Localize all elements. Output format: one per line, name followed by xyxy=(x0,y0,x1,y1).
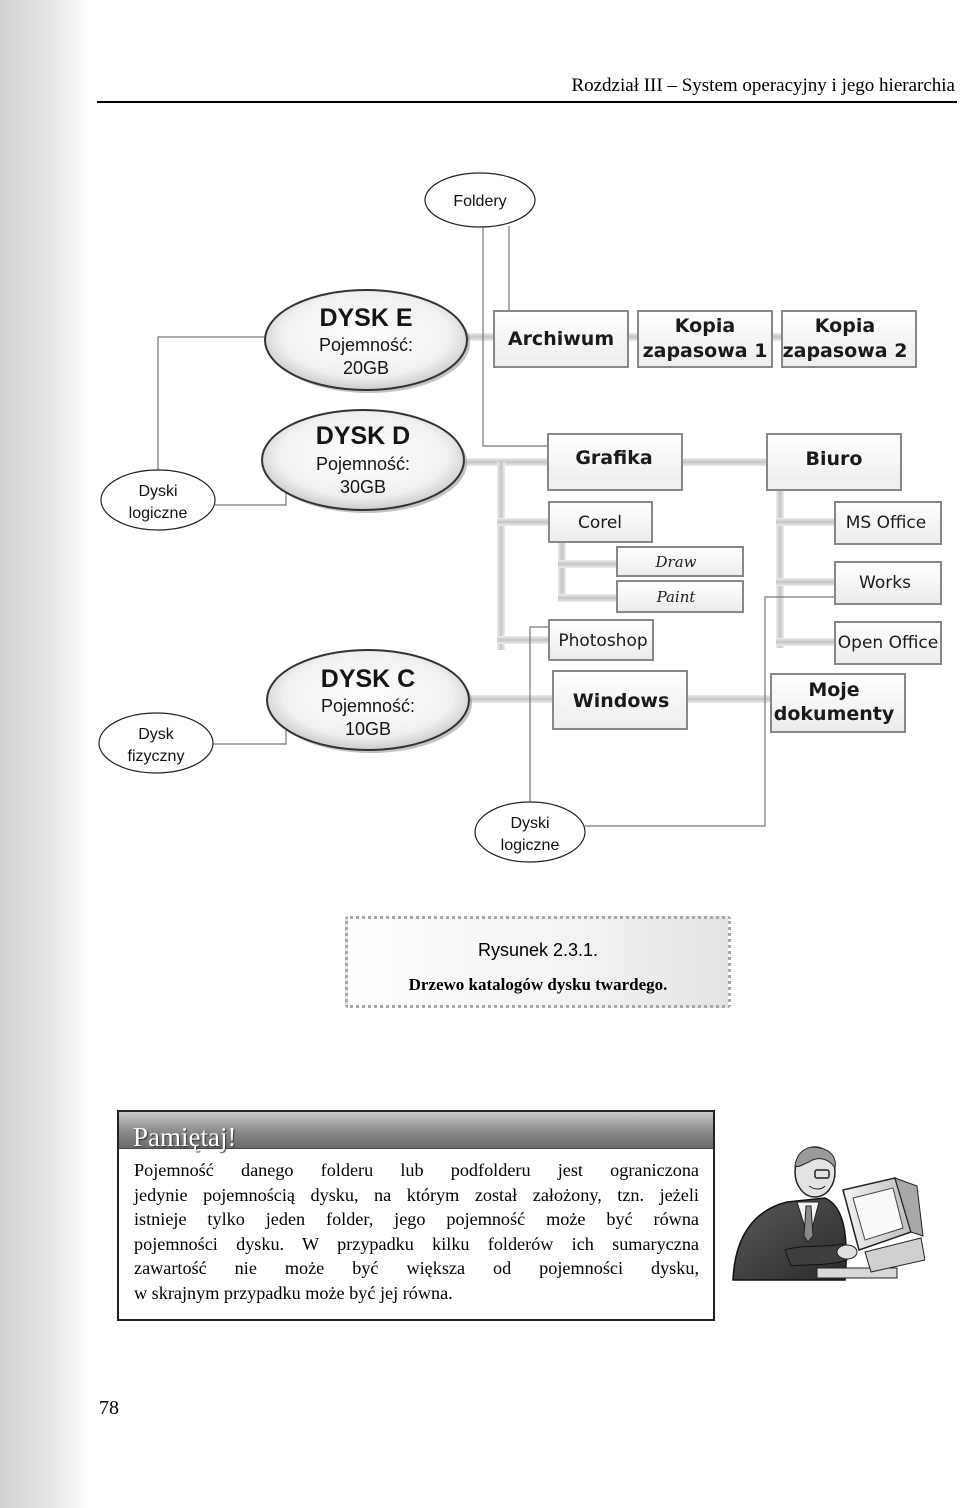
svg-text:Corel: Corel xyxy=(578,513,622,533)
svg-text:zapasowa 1: zapasowa 1 xyxy=(643,340,768,362)
callout-foldery: Foldery xyxy=(424,172,536,228)
callout-dysk-fizyczny: Dysk fizyczny xyxy=(98,712,214,774)
callout-dyski-logiczne-bottom: Dyski logiczne xyxy=(474,801,586,863)
page-number: 78 xyxy=(99,1397,119,1419)
figure-title: Drzewo katalogów dysku twardego. xyxy=(408,975,668,994)
header-rule xyxy=(97,101,957,103)
svg-text:Works: Works xyxy=(859,573,911,593)
svg-text:Pojemność:: Pojemność: xyxy=(321,696,415,716)
man-at-computer-illustration xyxy=(732,1146,925,1281)
figure-caption: Rysunek 2.3.1. Drzewo katalogów dysku tw… xyxy=(345,916,731,1008)
folder-draw: Draw xyxy=(616,546,744,577)
folder-archiwum: Archiwum xyxy=(493,310,629,368)
note-line: Pojemność danego folderu lub podfolderu … xyxy=(134,1160,699,1180)
svg-text:Draw: Draw xyxy=(655,553,697,571)
folder-corel: Corel xyxy=(548,501,653,543)
svg-text:20GB: 20GB xyxy=(343,358,389,378)
folder-works: Works xyxy=(834,561,942,605)
svg-text:Photoshop: Photoshop xyxy=(558,631,647,651)
remember-note-box: Pamiętaj! Pojemność danego folderu lub p… xyxy=(117,1110,715,1321)
note-heading: Pamiętaj! xyxy=(133,1122,237,1152)
svg-text:dokumenty: dokumenty xyxy=(774,703,895,725)
note-line: pojemności dysku. W przypadku kilku fold… xyxy=(134,1233,699,1254)
svg-text:Foldery: Foldery xyxy=(453,193,506,210)
svg-text:Archiwum: Archiwum xyxy=(508,328,614,350)
folder-open-office: Open Office xyxy=(834,621,942,665)
disk-e: DYSK E Pojemność: 20GB xyxy=(264,289,470,393)
svg-text:Open Office: Open Office xyxy=(838,633,938,653)
svg-text:Windows: Windows xyxy=(573,690,670,712)
svg-text:Pojemność:: Pojemność: xyxy=(319,335,413,355)
page-margin-shading xyxy=(0,0,92,1508)
svg-text:Dyski: Dyski xyxy=(138,483,177,500)
note-line: zawartość nie może być większa od pojemn… xyxy=(134,1258,699,1279)
note-line: istnieje tylko jeden folder, jego pojemn… xyxy=(134,1209,699,1230)
folder-kopia-zapasowa-1: Kopia zapasowa 1 xyxy=(637,310,773,368)
callout-dyski-logiczne-left: Dyski logiczne xyxy=(100,469,216,531)
folder-grafika: Grafika xyxy=(547,433,683,491)
disk-d: DYSK D Pojemność: 30GB xyxy=(261,409,467,513)
svg-text:Biuro: Biuro xyxy=(806,448,863,470)
svg-text:DYSK C: DYSK C xyxy=(321,665,415,693)
svg-text:logiczne: logiczne xyxy=(129,505,188,522)
note-body: Pojemność danego folderu lub podfolderu … xyxy=(134,1158,699,1306)
svg-text:Dysk: Dysk xyxy=(138,726,175,743)
disk-c: DYSK C Pojemność: 10GB xyxy=(266,649,472,753)
folder-kopia-zapasowa-2: Kopia zapasowa 2 xyxy=(781,310,917,368)
svg-text:fizyczny: fizyczny xyxy=(128,748,185,765)
svg-text:DYSK D: DYSK D xyxy=(316,422,410,450)
svg-text:Pojemność:: Pojemność: xyxy=(316,454,410,474)
note-line: w skrajnym przypadku może być jej równa. xyxy=(134,1282,453,1303)
figure-number: Rysunek 2.3.1. xyxy=(477,940,599,960)
svg-text:Kopia: Kopia xyxy=(675,315,735,337)
svg-text:10GB: 10GB xyxy=(345,719,391,739)
svg-text:30GB: 30GB xyxy=(340,477,386,497)
directory-tree-diagram: Foldery Dyski logiczne Dysk fizyczny Dys… xyxy=(98,172,942,863)
svg-text:Kopia: Kopia xyxy=(815,315,875,337)
folder-photoshop: Photoshop xyxy=(548,619,654,661)
svg-text:Moje: Moje xyxy=(808,679,859,701)
svg-text:Grafika: Grafika xyxy=(575,447,652,469)
tree-connectors xyxy=(466,333,836,703)
folder-ms-office: MS Office xyxy=(834,501,942,545)
svg-text:Paint: Paint xyxy=(656,588,697,606)
svg-text:logiczne: logiczne xyxy=(501,837,560,854)
note-line: jedynie pojemnością dysku, na którym zos… xyxy=(134,1184,699,1205)
svg-text:DYSK E: DYSK E xyxy=(319,304,412,332)
folder-biuro: Biuro xyxy=(766,433,902,491)
svg-text:zapasowa 2: zapasowa 2 xyxy=(783,340,908,362)
folder-paint: Paint xyxy=(616,580,744,613)
folder-moje-dokumenty: Moje dokumenty xyxy=(770,673,906,733)
svg-text:Dyski: Dyski xyxy=(510,815,549,832)
chapter-header: Rozdział III – System operacyjny i jego … xyxy=(571,75,955,96)
folder-windows: Windows xyxy=(552,670,688,730)
svg-text:MS Office: MS Office xyxy=(846,513,926,533)
note-heading-bar: Pamiętaj! xyxy=(119,1112,713,1152)
